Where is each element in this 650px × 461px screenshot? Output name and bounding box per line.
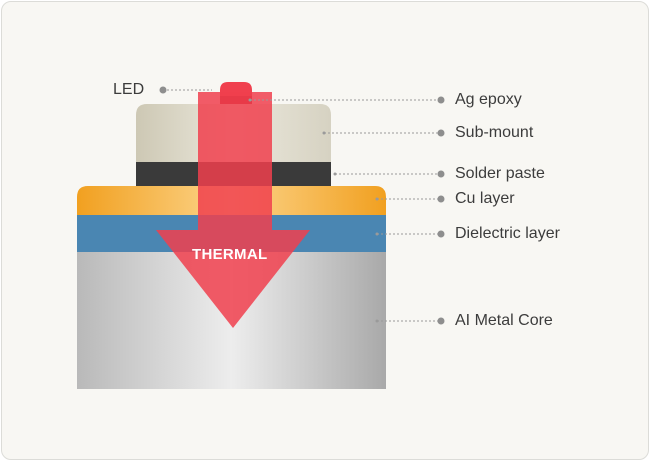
label-solder-paste: Solder paste xyxy=(455,165,545,182)
leader-end-dots xyxy=(248,98,379,323)
label-cu-layer: Cu layer xyxy=(455,190,515,207)
thermal-arrow-label: THERMAL xyxy=(192,246,268,263)
thermal-arrow xyxy=(156,92,310,328)
label-led: LED xyxy=(113,81,145,98)
label-ag-epoxy: Ag epoxy xyxy=(455,91,522,108)
label-dielectric-layer: Dielectric layer xyxy=(455,225,560,242)
leader-dots xyxy=(159,86,445,325)
label-metal-core: AI Metal Core xyxy=(455,312,553,329)
leader-lines xyxy=(163,89,440,322)
label-sub-mount: Sub-mount xyxy=(455,124,534,141)
